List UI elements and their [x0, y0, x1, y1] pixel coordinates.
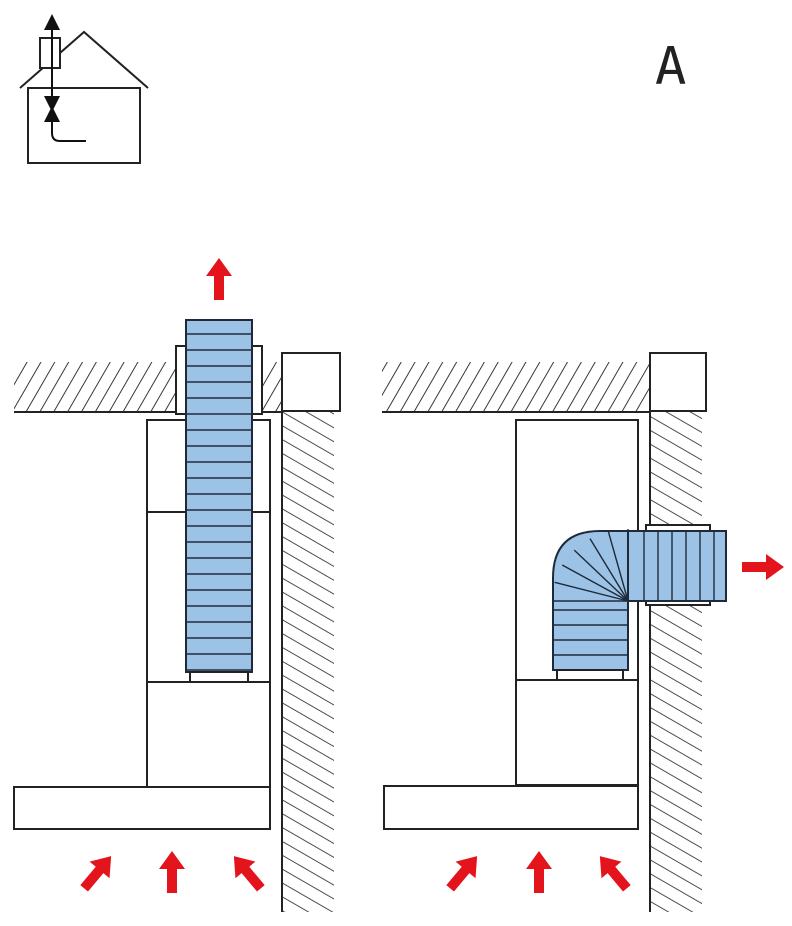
airflow-arrow-icon: [233, 856, 265, 892]
house-exhaust-icon: [19, 14, 149, 164]
airflow-arrow-icon: [206, 258, 232, 300]
airflow-arrow-icon: [742, 554, 784, 580]
corner-block-right: [649, 352, 707, 412]
airflow-arrow-icon: [526, 851, 552, 893]
hood-body-right: [383, 785, 639, 830]
airflow-arrow-icon: [446, 856, 478, 892]
airflow-arrow-icon: [159, 851, 185, 893]
airflow-arrows: [80, 258, 784, 893]
panel-label: A: [655, 37, 686, 97]
flexible-duct-elbow: [552, 529, 727, 671]
variant-vertical-through-ceiling: [13, 319, 341, 912]
duct-rib: [573, 549, 629, 602]
corner-block-left: [281, 352, 341, 412]
hood-body-left: [13, 786, 271, 830]
duct-rib: [589, 538, 629, 602]
variant-horizontal-through-wall: [382, 352, 727, 912]
airflow-arrow-icon: [599, 856, 631, 892]
duct-collar-left: [189, 671, 249, 683]
flexible-duct-vertical: [185, 319, 253, 673]
ceiling-right: [382, 362, 650, 413]
duct-rib: [607, 531, 629, 602]
airflow-arrow-icon: [80, 856, 112, 892]
wall-left: [281, 412, 334, 912]
duct-collar-right: [556, 669, 624, 681]
wall-right: [649, 412, 702, 912]
duct-rib: [554, 581, 629, 602]
duct-rib: [561, 564, 629, 602]
